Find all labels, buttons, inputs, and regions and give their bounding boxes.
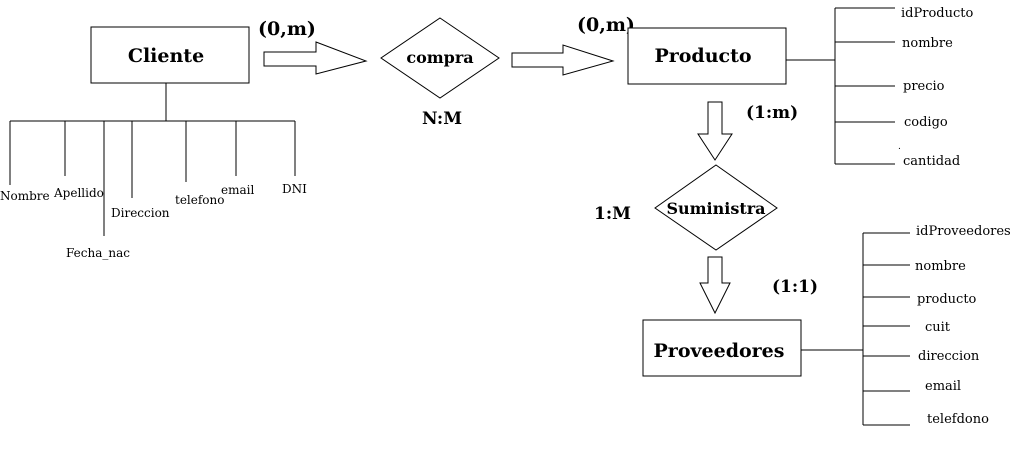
stray-dot: . bbox=[898, 142, 901, 152]
attr-proveedores-direccion: direccion bbox=[918, 349, 980, 364]
entity-cliente-label: Cliente bbox=[128, 45, 204, 67]
attr-proveedores-telefdono: telefdono bbox=[927, 412, 989, 427]
entity-producto-label: Producto bbox=[654, 45, 751, 67]
cardinality-producto-suministra: (1:m) bbox=[746, 103, 798, 123]
attr-cliente-email: email bbox=[221, 183, 254, 197]
attr-proveedores-nombre: nombre bbox=[915, 259, 966, 274]
attr-producto-precio: precio bbox=[903, 79, 945, 94]
relationship-suministra-type: 1:M bbox=[594, 204, 631, 224]
cliente-attribute-tree bbox=[9, 83, 296, 236]
attr-cliente-dni: DNI bbox=[282, 182, 307, 196]
attr-producto-nombre: nombre bbox=[902, 36, 953, 51]
proveedores-attribute-tree bbox=[801, 232, 910, 426]
attr-producto-idproducto: idProducto bbox=[901, 6, 973, 21]
cardinality-compra-producto: (0,m) bbox=[577, 14, 635, 36]
proveedores-attributes: idProveedores nombre producto cuit direc… bbox=[915, 224, 1011, 427]
entity-cliente: Cliente bbox=[90, 26, 250, 84]
producto-attributes: idProducto nombre precio codigo . cantid… bbox=[898, 6, 973, 169]
attr-proveedores-idproveedores: idProveedores bbox=[916, 224, 1011, 239]
entity-producto: Producto bbox=[627, 27, 787, 85]
cardinality-cliente-compra: (0,m) bbox=[258, 18, 316, 40]
relationship-compra-label: compra bbox=[406, 48, 473, 67]
attr-proveedores-cuit: cuit bbox=[925, 320, 951, 335]
attr-cliente-telefono: telefono bbox=[175, 193, 224, 207]
attr-producto-cantidad: cantidad bbox=[903, 154, 960, 169]
relationship-suministra-label: Suministra bbox=[666, 199, 765, 218]
arrow-suministra-to-proveedores-icon bbox=[699, 256, 731, 315]
attr-proveedores-producto: producto bbox=[917, 292, 977, 307]
cliente-attributes: Nombre Apellido Fecha_nac Direccion tele… bbox=[0, 182, 307, 260]
attr-proveedores-email: email bbox=[925, 379, 961, 394]
attr-cliente-direccion: Direccion bbox=[111, 206, 170, 220]
arrow-cliente-to-compra-icon bbox=[263, 41, 368, 75]
arrow-producto-to-suministra-icon bbox=[697, 101, 733, 161]
relationship-suministra: Suministra bbox=[654, 164, 778, 251]
attr-cliente-apellido: Apellido bbox=[53, 186, 104, 200]
arrow-compra-to-producto-icon bbox=[511, 44, 615, 76]
relationship-compra-type: N:M bbox=[422, 109, 462, 129]
entity-proveedores: Proveedores bbox=[642, 319, 802, 377]
relationship-compra: compra bbox=[380, 17, 500, 99]
attr-cliente-nombre: Nombre bbox=[0, 189, 50, 203]
entity-proveedores-label: Proveedores bbox=[654, 340, 785, 362]
attr-cliente-fecha-nac: Fecha_nac bbox=[66, 246, 130, 260]
attr-producto-codigo: codigo bbox=[904, 115, 948, 130]
producto-attribute-tree bbox=[786, 7, 895, 165]
cardinality-suministra-proveedores: (1:1) bbox=[772, 277, 818, 297]
